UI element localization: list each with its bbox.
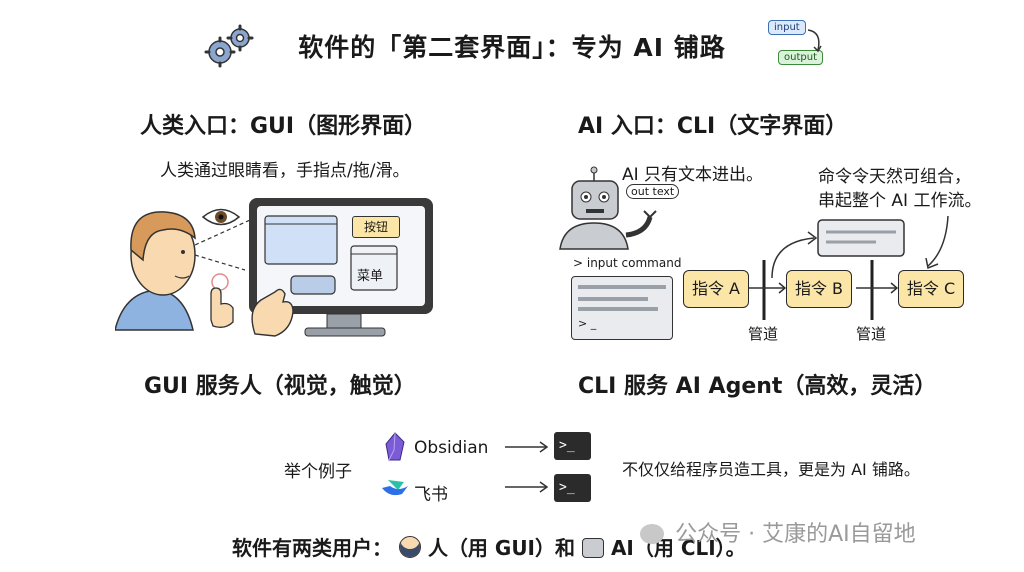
- robot-icon: [559, 166, 657, 250]
- terminal-icon: >_: [554, 474, 591, 502]
- robot-note: AI 只有文本进出。: [622, 165, 764, 185]
- hand-icon: [251, 288, 294, 337]
- watermark: 公众号 · 艾康的AI自留地: [640, 516, 916, 548]
- cli-footer: CLI 服务 AI Agent（高效，灵活）: [578, 374, 937, 399]
- robot-emoji-icon: [581, 538, 604, 558]
- person-figure: [115, 211, 196, 331]
- bottom-line: 软件有两类用户： 人（用 GUI）和 AI（用 CLI）。: [232, 532, 746, 561]
- obsidian-icon: [385, 432, 405, 461]
- example-conclusion: 不仅仅给程序员造工具，更是为 AI 铺路。: [622, 460, 920, 479]
- composable-note-line2: 串起整个 AI 工作流。: [818, 191, 982, 211]
- pipeline-diagram: [748, 215, 949, 320]
- human-illustration: [115, 198, 433, 337]
- pipe-label-1: 管道: [748, 325, 779, 343]
- arrow-icon: [505, 441, 549, 453]
- gui-footer: GUI 服务人（视觉，触觉）: [144, 374, 416, 399]
- obsidian-label: Obsidian: [414, 438, 489, 458]
- person-icon: [398, 536, 421, 558]
- wechat-icon: [640, 524, 664, 544]
- eye-icon: [201, 208, 241, 226]
- cmd-a-box: 指令 A: [683, 270, 749, 308]
- finger-icon: [210, 273, 234, 328]
- output-badge: output: [778, 50, 823, 65]
- bottom-ai-part: AI（用 CLI）。: [610, 536, 746, 560]
- pipe-label-2: 管道: [856, 325, 887, 343]
- screen-menu-label: 菜单: [357, 269, 384, 284]
- bottom-prefix: 软件有两类用户：: [232, 536, 392, 560]
- cli-heading: AI 入口：CLI（文字界面）: [578, 114, 848, 139]
- example-label: 举个例子: [284, 462, 352, 482]
- terminal-icon: >_: [554, 432, 591, 460]
- page-title: 软件的「第二套界面」：专为 AI 铺路: [298, 33, 726, 62]
- arrow-icon: [505, 481, 549, 493]
- gui-subtext: 人类通过眼睛看，手指点/拖/滑。: [160, 161, 410, 181]
- cmd-c-box: 指令 C: [898, 270, 964, 308]
- bottom-human-part: 人（用 GUI）和: [427, 536, 575, 560]
- gears-icon: [204, 24, 254, 68]
- out-text-bubble: out text: [626, 184, 680, 199]
- input-command-label: > input command: [573, 256, 682, 270]
- terminal-cursor: > _: [578, 317, 597, 330]
- watermark-text: 公众号 · 艾康的AI自留地: [675, 522, 916, 547]
- loop-arrow-icon: [807, 29, 822, 53]
- input-terminal: > _: [571, 276, 673, 340]
- screen-button-label: 按钮: [352, 216, 400, 238]
- gui-heading: 人类入口：GUI（图形界面）: [140, 114, 427, 139]
- input-badge: input: [768, 20, 806, 35]
- cmd-b-box: 指令 B: [786, 270, 852, 308]
- feishu-icon: [382, 480, 408, 496]
- composable-note-line1: 命令令天然可组合，: [818, 167, 971, 187]
- feishu-label: 飞书: [414, 485, 448, 505]
- io-badges: input output: [768, 20, 826, 70]
